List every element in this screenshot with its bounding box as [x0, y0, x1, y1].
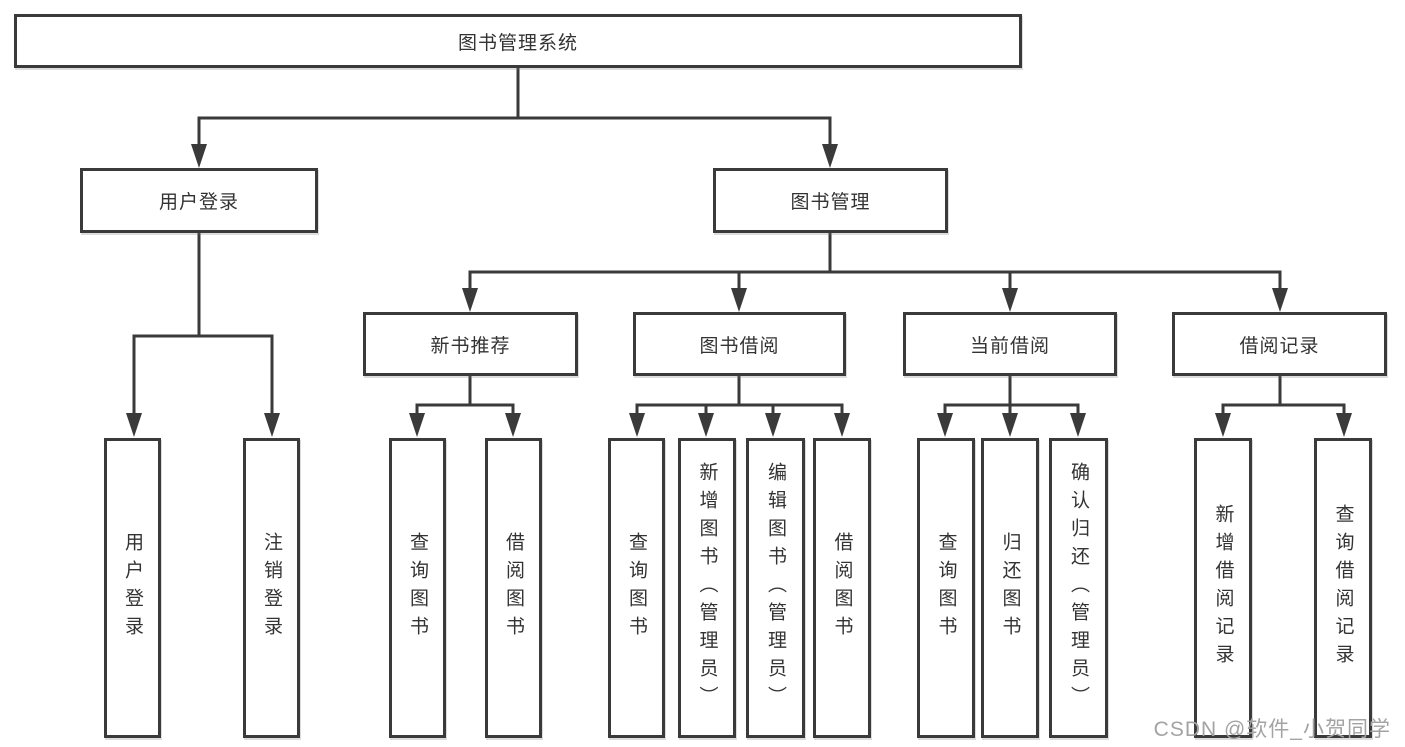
- leaf-add-book-admin: 新增图书（管理员）: [678, 438, 736, 738]
- node-user-login: 用户登录: [80, 168, 318, 233]
- arrowheads: [126, 144, 1352, 437]
- node-library-management-system: 图书管理系统: [14, 14, 1022, 68]
- watermark: CSDN @软件_小贺同学: [1153, 718, 1391, 741]
- leaf-borrow-books: 借阅图书: [813, 438, 871, 738]
- node-label: 图书借阅: [699, 335, 780, 357]
- node-current-borrowing: 当前借阅: [903, 312, 1117, 376]
- leaf-query-borrow-record: 查询借阅记录: [1314, 438, 1372, 738]
- node-borrowing-records: 借阅记录: [1172, 312, 1387, 376]
- leaf-label: 借阅图书: [503, 532, 524, 644]
- leaf-query-books-recommend: 查询图书: [389, 438, 446, 738]
- leaf-label: 新增图书（管理员）: [696, 462, 718, 714]
- leaf-query-books-current: 查询图书: [917, 438, 975, 738]
- leaf-label: 编辑图书（管理员）: [765, 462, 786, 714]
- leaf-label: 用户登录: [122, 532, 143, 644]
- leaf-label: 注销登录: [261, 532, 282, 644]
- leaf-edit-book-admin: 编辑图书（管理员）: [746, 438, 805, 738]
- node-book-borrowing: 图书借阅: [633, 312, 846, 376]
- leaf-label: 查询图书: [626, 532, 647, 644]
- leaf-label: 借阅图书: [831, 532, 853, 644]
- node-label: 图书管理系统: [457, 32, 578, 54]
- node-label: 图书管理: [790, 192, 871, 213]
- leaf-label: 新增借阅记录: [1212, 504, 1234, 672]
- leaf-label: 查询图书: [935, 532, 957, 644]
- node-label: 新书推荐: [430, 335, 511, 357]
- leaf-borrow-books-recommend: 借阅图书: [485, 438, 542, 738]
- leaf-return-books: 归还图书: [981, 438, 1039, 738]
- leaf-query-books-borrowing: 查询图书: [608, 438, 665, 738]
- leaf-confirm-return-admin: 确认归还（管理员）: [1049, 438, 1108, 738]
- leaf-label: 查询图书: [407, 532, 428, 644]
- leaf-label: 查询借阅记录: [1332, 504, 1354, 672]
- leaf-logout: 注销登录: [243, 438, 300, 738]
- node-new-book-recommend: 新书推荐: [363, 312, 578, 376]
- leaf-label: 归还图书: [999, 532, 1021, 644]
- leaf-user-login: 用户登录: [104, 438, 161, 738]
- leaf-add-borrow-record: 新增借阅记录: [1194, 438, 1252, 738]
- node-label: 当前借阅: [969, 335, 1050, 357]
- node-label: 用户登录: [158, 192, 239, 213]
- node-book-management: 图书管理: [713, 168, 948, 233]
- node-label: 借阅记录: [1239, 335, 1320, 357]
- leaf-label: 确认归还（管理员）: [1068, 462, 1089, 714]
